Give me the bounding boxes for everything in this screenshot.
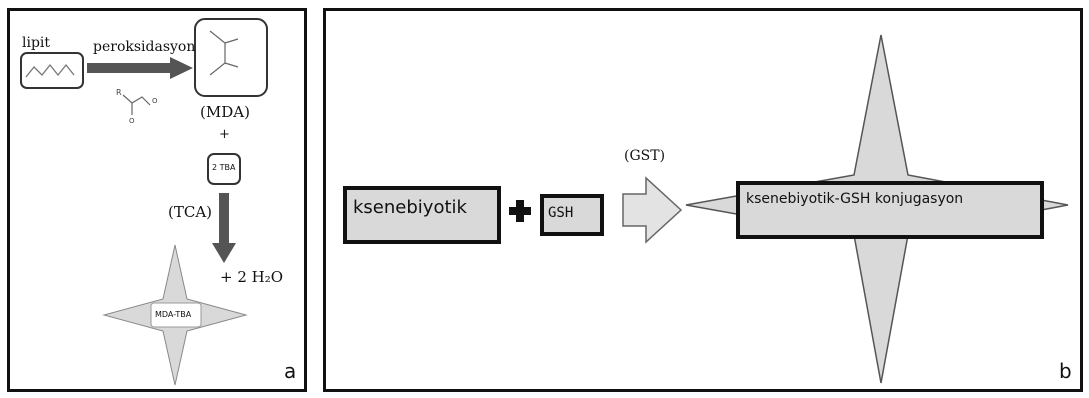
mda-structure-icon <box>209 30 239 76</box>
panel-a-letter: a <box>284 359 297 383</box>
mda-tba-box <box>150 302 202 328</box>
panel-a: R O O lipit peroksidasyon (MDA) + 2 TBA … <box>7 8 307 392</box>
conjugate-box <box>736 181 1044 239</box>
lipid-label: lipit <box>22 35 51 51</box>
mda-structure-box <box>194 18 268 97</box>
plus-sign: + <box>219 127 230 142</box>
xenobiotic-label: ksenebiyotik <box>353 197 467 218</box>
water-label: + 2 H₂O <box>220 268 284 286</box>
peroxidation-arrow <box>87 57 193 79</box>
peroxidation-label: peroksidasyon <box>93 39 196 55</box>
svg-text:O: O <box>152 97 158 105</box>
svg-text:O: O <box>129 117 135 125</box>
tba-box <box>207 153 241 185</box>
tca-label: (TCA) <box>168 203 213 221</box>
mda-label: (MDA) <box>200 103 250 121</box>
conjugate-label: ksenebiyotik-GSH konjugasyon <box>746 191 964 207</box>
panel-b-letter: b <box>1059 359 1072 383</box>
svg-text:R: R <box>116 88 122 97</box>
tca-arrow <box>212 193 236 263</box>
gst-label: (GST) <box>624 148 666 164</box>
panel-b: ksenebiyotik GSH (GST) ksenebiyotik-GSH … <box>323 8 1083 392</box>
tba-label: 2 TBA <box>212 163 236 172</box>
r-group-structure-icon <box>122 94 151 115</box>
panel-a-graphics: R O O <box>20 18 268 386</box>
lipid-box <box>20 52 84 89</box>
mda-tba-label: MDA-TBA <box>155 310 192 319</box>
gsh-box <box>540 194 604 236</box>
lipid-chain-icon <box>25 63 75 78</box>
plus-icon <box>509 200 531 222</box>
xenobiotic-box <box>343 186 501 244</box>
gsh-label: GSH <box>548 205 574 221</box>
gst-arrow <box>622 176 683 244</box>
